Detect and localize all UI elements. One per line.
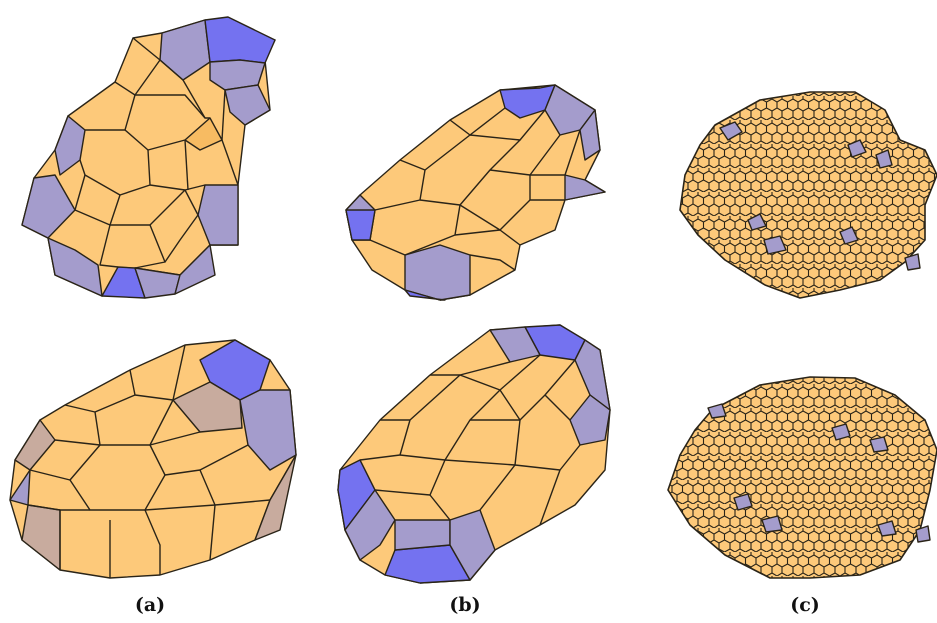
caption-c: (c) [790,594,820,616]
caption-a: (a) [134,594,166,616]
panel-b-bottom-mesh [337,324,611,584]
caption-b: (b) [449,594,481,616]
panel-c-top-mesh [679,91,937,299]
panel-a-bottom-mesh [9,339,297,579]
panel-b-top-mesh [345,84,606,301]
panel-a-top-mesh [21,16,276,299]
panel-c-bottom-mesh [667,376,937,579]
